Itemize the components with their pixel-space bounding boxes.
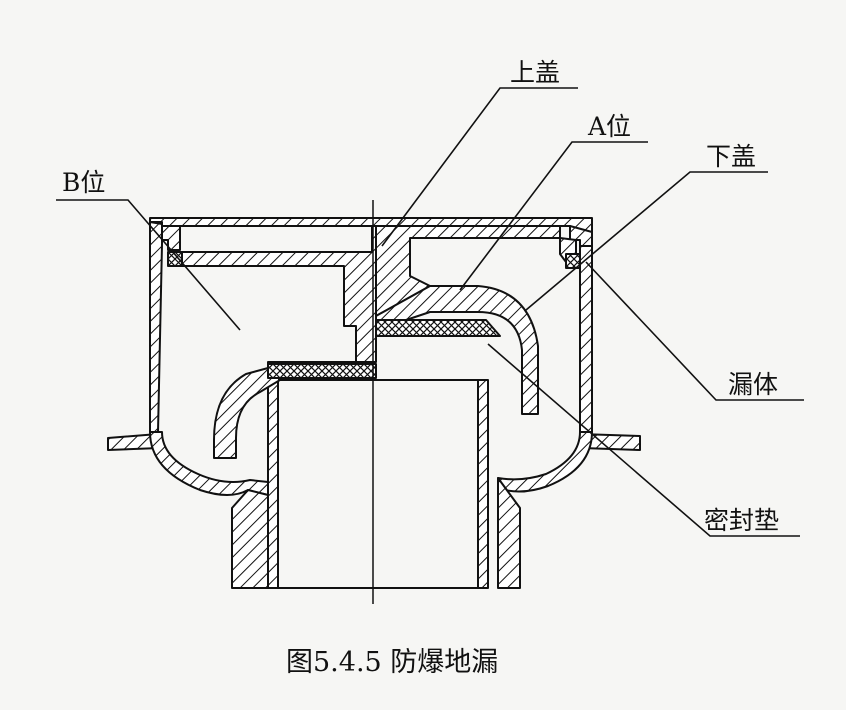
label-lower-cover: 下盖 (706, 142, 757, 171)
leader-drain-body (585, 261, 804, 401)
leader-upper-cover (381, 87, 578, 247)
leader-lines (56, 87, 804, 537)
drain-body-rim (149, 217, 593, 251)
label-upper-cover: 上盖 (510, 58, 561, 87)
leader-lower-cover (525, 171, 768, 311)
label-gasket: 密封垫 (704, 506, 780, 535)
label-drain-body: 漏体 (728, 370, 779, 399)
gasket-part (167, 251, 581, 379)
bore-outline (278, 379, 478, 589)
leader-position-a (459, 141, 648, 291)
label-position-b: B位 (62, 168, 106, 197)
label-position-a: A位 (588, 112, 632, 141)
drain-body-part (107, 221, 641, 589)
leader-gasket (487, 343, 800, 537)
figure-caption: 图5.4.5 防爆地漏 (286, 647, 499, 678)
upper-cover-part (169, 225, 561, 459)
leader-position-b (56, 199, 241, 331)
